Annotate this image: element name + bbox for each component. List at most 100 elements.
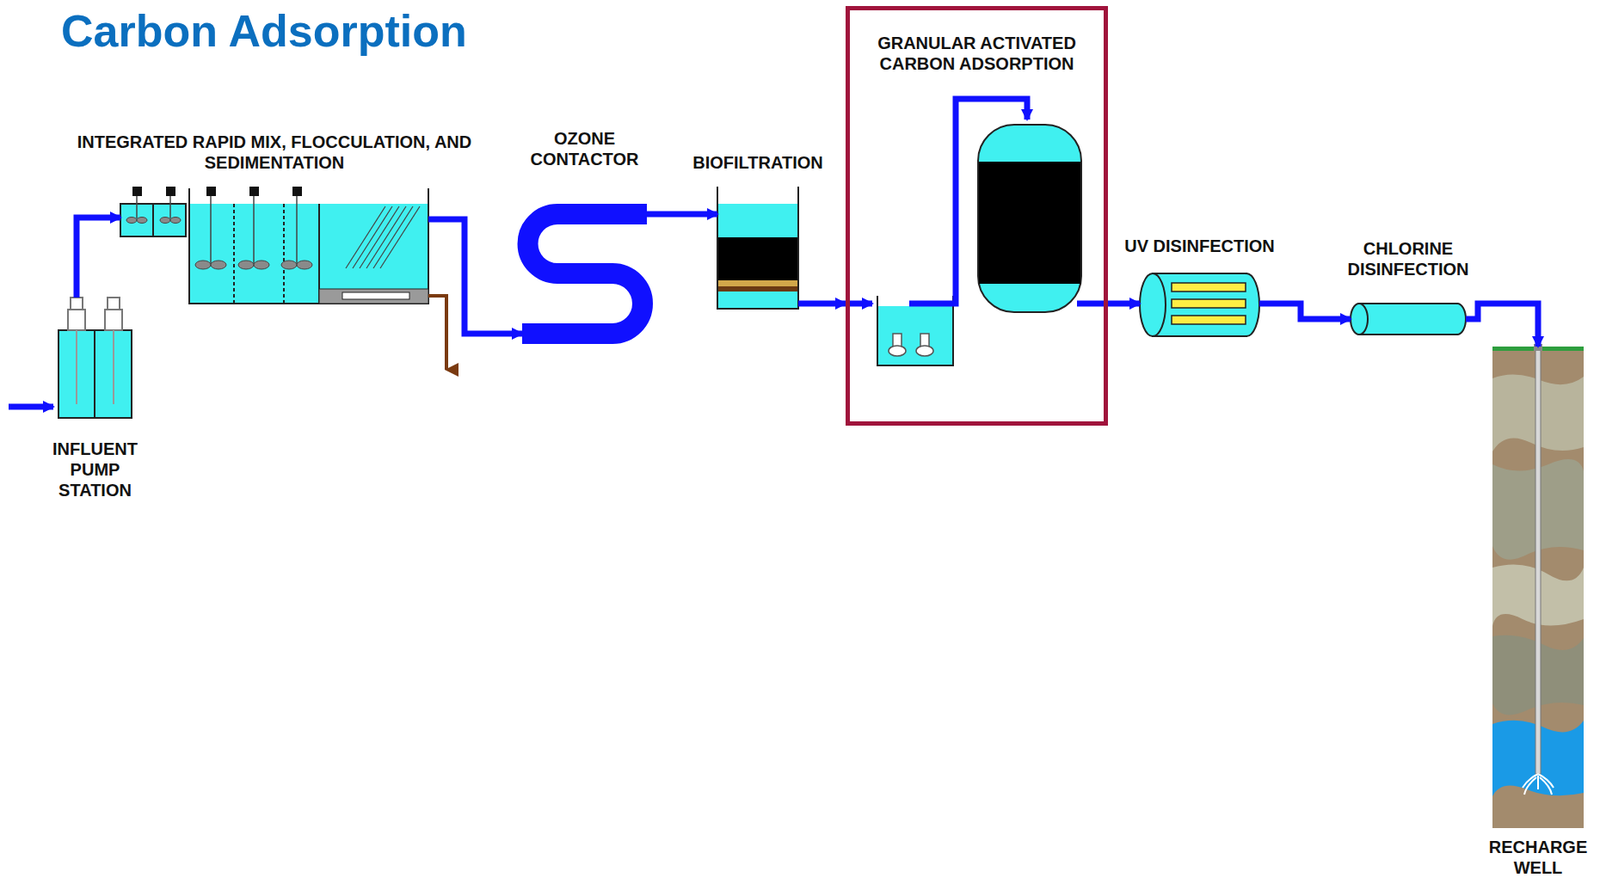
art-part-part xyxy=(380,206,420,269)
art-part-part xyxy=(1171,315,1246,325)
art-part-part xyxy=(1524,777,1537,795)
pump-symbol-part xyxy=(75,330,78,405)
art-part-part xyxy=(253,260,270,270)
art-part xyxy=(126,217,313,271)
highlight-box: GRANULAR ACTIVATED CARBON ADSORPTION xyxy=(845,6,1108,426)
process-label: CHLORINE DISINFECTION xyxy=(1339,238,1477,280)
chlorine-unit: CHLORINE DISINFECTION xyxy=(1350,303,1466,335)
flow-pipe xyxy=(428,219,523,334)
art-part-part xyxy=(195,260,211,270)
gac-contactor xyxy=(845,98,1108,366)
art-part-part xyxy=(136,217,148,224)
art-part-part xyxy=(1171,299,1246,308)
biofilter-part xyxy=(717,186,799,309)
art-part-part xyxy=(249,186,259,197)
chlorine-contactor xyxy=(1350,303,1466,335)
flow-pipe xyxy=(1107,301,1140,308)
chlorine-contactor-part xyxy=(1360,304,1457,334)
recharge-well-part xyxy=(1535,349,1541,775)
process-label: OZONE CONTACTOR xyxy=(516,128,654,170)
pump-symbol-part xyxy=(70,297,83,310)
biofilter-part xyxy=(717,237,799,281)
pump-symbol-part xyxy=(104,309,123,331)
pump-symbol-part xyxy=(67,309,86,331)
chlorine-contactor-part xyxy=(1350,303,1368,335)
flow-pipe xyxy=(1259,303,1351,320)
gac-contactor-part xyxy=(888,345,906,357)
sedimentation-basin-part xyxy=(189,188,429,304)
pump-station: INFLUENT PUMP STATION xyxy=(58,297,132,419)
ozone-serpentine xyxy=(522,214,647,334)
gac-contactor-part xyxy=(877,306,954,366)
art-part-part xyxy=(295,196,298,264)
sedimentation-basin-part xyxy=(153,203,186,237)
pump-symbol-part xyxy=(58,330,95,419)
art-part-part xyxy=(1538,774,1554,788)
art-part xyxy=(345,206,420,269)
flow-pipe xyxy=(1465,303,1539,347)
sedimentation-basin xyxy=(120,186,447,370)
art-part-part xyxy=(169,196,172,219)
art-part xyxy=(1522,774,1554,795)
recharge-well xyxy=(1492,344,1584,829)
sedimentation-basin-part xyxy=(342,292,410,300)
process-label: INFLUENT PUMP STATION xyxy=(43,438,148,501)
pump-symbol-part xyxy=(107,297,120,310)
art-part-part xyxy=(206,186,216,197)
uv-unit: UV DISINFECTION xyxy=(1139,273,1260,337)
sedimentation-basin-part xyxy=(428,295,447,370)
biofilter-unit: BIOFILTRATION xyxy=(717,186,799,309)
art-part-part xyxy=(1522,774,1539,788)
biofilter xyxy=(717,186,799,309)
art-part-part xyxy=(281,260,297,270)
sedimentation-basin-part xyxy=(233,203,235,304)
flow-pipe xyxy=(646,211,718,218)
pump-symbol xyxy=(8,297,132,419)
art-part-part xyxy=(166,186,176,197)
art-part-part xyxy=(296,260,313,270)
flow-pipe xyxy=(76,217,121,298)
art-part-part xyxy=(1537,775,1539,790)
art-part-part xyxy=(252,196,255,264)
sedimentation-basin-part xyxy=(319,289,429,304)
uv-reactor xyxy=(1139,273,1260,337)
uv-reactor-part xyxy=(1139,273,1166,337)
uv-reactor-part xyxy=(1153,274,1246,336)
chlorine-contactor-part xyxy=(1359,303,1458,335)
process-label: INTEGRATED RAPID MIX, FLOCCULATION, AND … xyxy=(76,131,473,173)
art-part-part xyxy=(292,186,302,197)
gac-contactor-part xyxy=(1076,301,1108,308)
gac-contactor-part xyxy=(916,345,934,357)
ozone-serpentine-part xyxy=(522,214,647,334)
art-part xyxy=(136,196,297,264)
recharge-well-unit: RECHARGE WELL xyxy=(1492,346,1584,829)
uv-reactor-part xyxy=(1152,273,1247,337)
art-part-part xyxy=(1171,283,1246,292)
recharge-well-part xyxy=(1492,350,1584,829)
treatment-basin: INTEGRATED RAPID MIX, FLOCCULATION, AND … xyxy=(120,188,429,304)
sedimentation-basin-part xyxy=(189,203,429,304)
pump-symbol-part xyxy=(94,330,132,419)
art-part-part xyxy=(160,217,171,224)
ozone-contactor: OZONE CONTACTOR xyxy=(522,193,647,345)
process-label: UV DISINFECTION xyxy=(1105,235,1295,257)
art-part-part xyxy=(132,186,142,197)
sedimentation-basin-part xyxy=(283,203,285,304)
pump-symbol-part xyxy=(112,330,115,405)
process-label: GRANULAR ACTIVATED CARBON ADSORPTION xyxy=(856,32,1098,74)
gac-contactor-part xyxy=(978,124,1082,313)
biofilter-part xyxy=(717,286,799,292)
art-part-part xyxy=(373,206,413,269)
flow-pipe xyxy=(798,301,846,308)
pump-symbol-part xyxy=(8,404,54,411)
process-label: RECHARGE WELL xyxy=(1477,836,1599,879)
process-label: BIOFILTRATION xyxy=(671,152,844,173)
art-part xyxy=(132,186,302,197)
art-part-part xyxy=(1539,777,1552,795)
art-part xyxy=(1171,283,1246,325)
art-part-part xyxy=(209,196,212,264)
art-part-part xyxy=(210,260,227,270)
slide-title: Carbon Adsorption xyxy=(61,5,468,57)
biofilter-part xyxy=(717,280,799,287)
art-part-part xyxy=(170,217,181,224)
